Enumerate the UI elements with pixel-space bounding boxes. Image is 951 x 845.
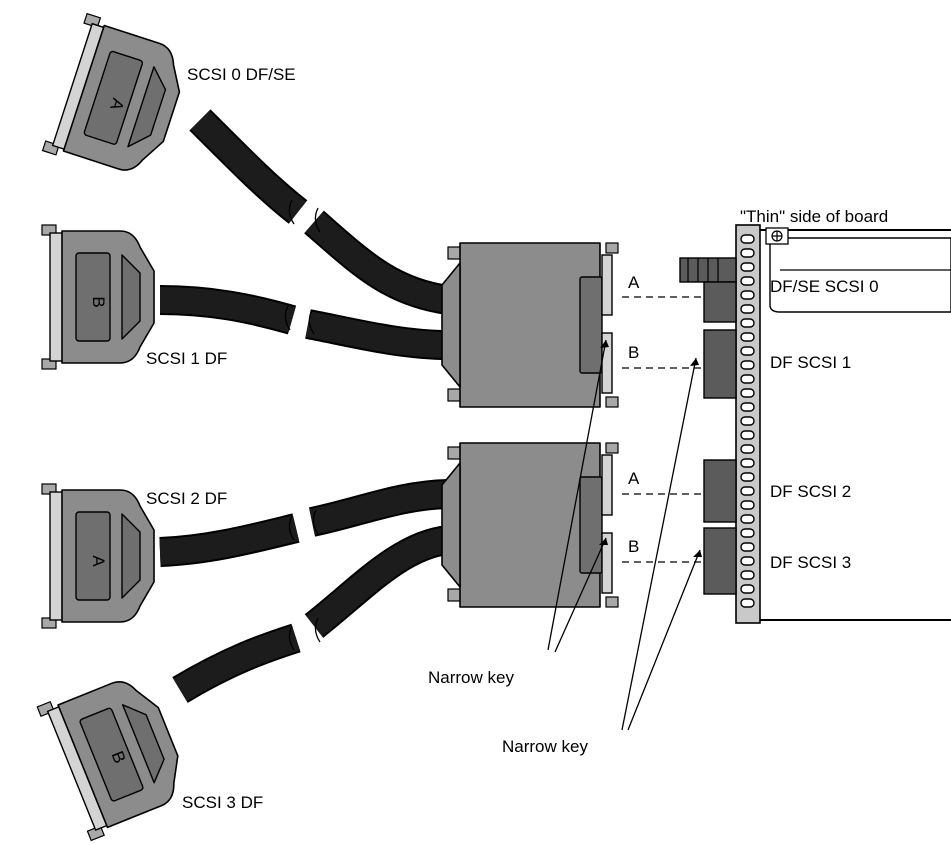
connector-scsi1: B [41,224,155,370]
cable-scsi1 [159,285,449,360]
receptacle-scsi2 [703,459,737,523]
connector-scsi3: B [36,664,196,842]
cable-break-marks [284,199,321,651]
label-upper-a: A [628,273,640,292]
label-port-df-scsi3: DF SCSI 3 [770,553,851,572]
y-cable-head-upper [441,242,619,408]
connector-scsi1-key: B [89,296,108,307]
label-port-df-se-scsi0: DF/SE SCSI 0 [770,277,879,296]
receptacle-scsi1 [703,329,737,399]
connector-scsi2-key: A [89,555,108,567]
receptacle-scsi0 [703,281,737,323]
label-scsi1: SCSI 1 DF [146,349,227,368]
receptacle-scsi3 [703,527,737,595]
label-port-df-scsi2: DF SCSI 2 [770,482,851,501]
bracket-holes [740,234,755,608]
label-scsi0: SCSI 0 DF/SE [187,65,296,84]
connector-scsi0: A [41,12,195,186]
label-scsi2: SCSI 2 DF [146,489,227,508]
label-upper-b: B [628,343,639,362]
board [679,224,951,624]
y-cable-head-lower [441,442,619,608]
narrow-key-pointers [547,339,702,731]
label-narrow-key-1: Narrow key [428,668,514,687]
connector-scsi2: A [41,483,155,629]
label-thin-side: "Thin" side of board [740,207,888,226]
label-narrow-key-2: Narrow key [502,737,588,756]
label-scsi3: SCSI 3 DF [182,793,263,812]
cable-scsi2 [159,479,449,567]
bracket-screw-icon [765,227,789,245]
label-lower-b: B [628,537,639,556]
label-port-df-scsi1: DF SCSI 1 [770,353,851,372]
alignment-lines [622,296,704,563]
board-latch [679,257,737,283]
label-lower-a: A [628,469,640,488]
cable-scsi3 [172,525,451,703]
cable-scsi0 [189,109,451,315]
